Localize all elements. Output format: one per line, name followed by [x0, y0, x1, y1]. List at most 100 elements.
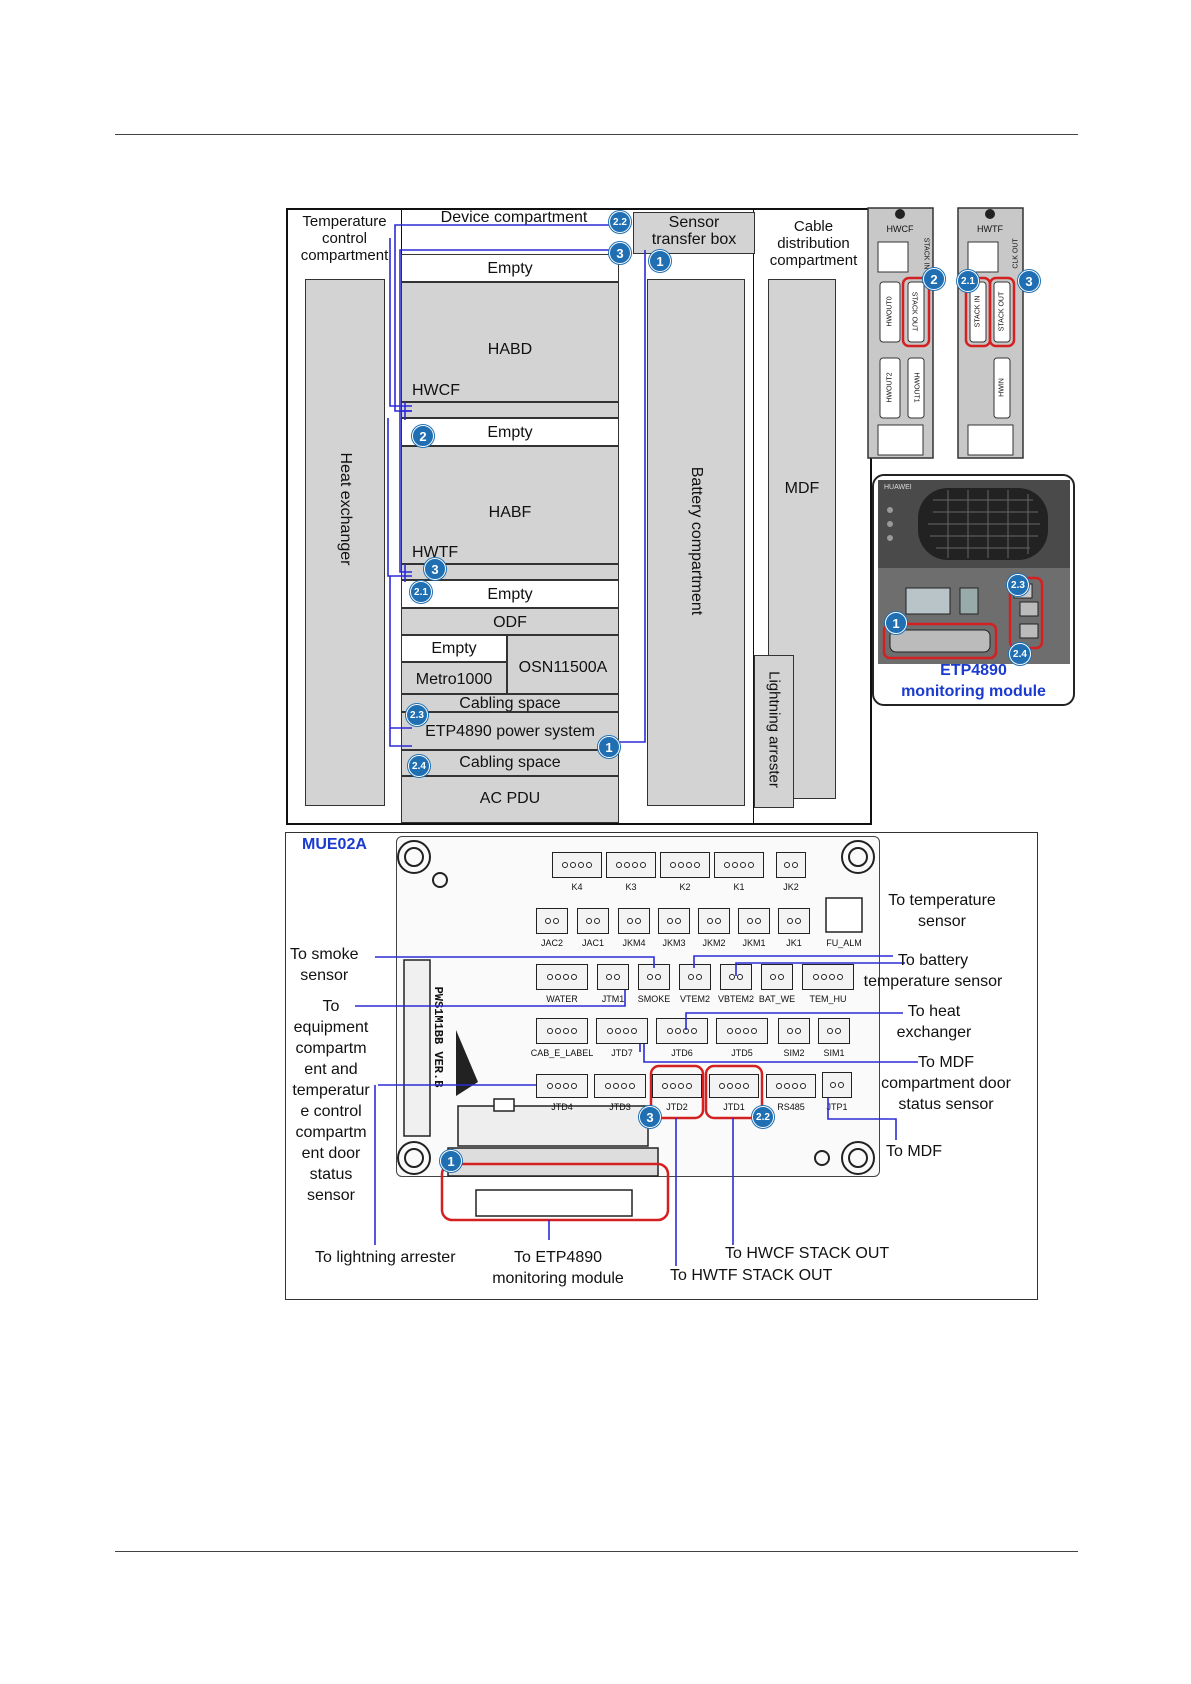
port-water-label: WATER — [546, 994, 578, 1004]
battery-compartment — [647, 279, 745, 806]
port-jk1 — [778, 908, 810, 934]
port-k4 — [552, 852, 602, 878]
device-compartment-label: Device compartment — [440, 209, 588, 226]
port-jac2 — [536, 908, 568, 934]
badge-2-cabinet: 2 — [412, 425, 434, 447]
slot-etp4890-label: ETP4890 power system — [425, 723, 595, 740]
port-k4-label: K4 — [571, 882, 583, 892]
port-jtd2-label: JTD2 — [666, 1102, 688, 1112]
slot-empty-1 — [401, 254, 619, 282]
slot-hwtf-label: HWTF — [412, 544, 459, 561]
port-sim2-label: SIM2 — [783, 1048, 805, 1058]
slot-hwcf-label: HWCF — [412, 382, 460, 399]
port-sim2 — [778, 1018, 810, 1044]
badge-1-etp-module: 1 — [885, 612, 907, 634]
footer-rule — [115, 1551, 1078, 1552]
port-vtem2-label: VTEM2 — [679, 994, 710, 1004]
cabinet-routing-lines — [387, 224, 646, 747]
badge-2-3-etp: 2.3 — [1007, 574, 1029, 596]
annotation-hwtf-stack-out: To HWTF STACK OUT — [670, 1267, 833, 1284]
annotation-heat-exchanger: To heat exchanger — [896, 1003, 972, 1041]
port-jtd2 — [652, 1074, 702, 1098]
etp4890-module-label: ETP4890 monitoring module — [901, 662, 1046, 700]
slot-habd-label: HABD — [487, 341, 533, 358]
slot-ac-pdu-label: AC PDU — [479, 790, 541, 807]
slot-ac-pdu — [401, 776, 619, 823]
port-vbtem2 — [720, 964, 752, 990]
slot-cabling-1-label: Cabling space — [459, 695, 561, 712]
port-k2-label: K2 — [679, 882, 691, 892]
slot-empty-2-label: Empty — [487, 424, 533, 441]
badge-2-1-cabinet: 2.1 — [410, 581, 432, 603]
slot-habf — [401, 446, 619, 564]
port-jac2-label: JAC2 — [540, 938, 563, 948]
port-sim1 — [818, 1018, 850, 1044]
port-smoke-label: SMOKE — [637, 994, 671, 1004]
slot-habf-label: HABF — [488, 504, 532, 521]
slot-cabling-1 — [401, 694, 619, 712]
port-sim1-label: SIM1 — [823, 1048, 845, 1058]
port-jtd5 — [716, 1018, 768, 1044]
port-jtd7 — [596, 1018, 648, 1044]
cabinet-diagram — [286, 208, 872, 825]
port-jk1-label: JK1 — [786, 938, 802, 948]
port-fu-alm-label: FU_ALM — [826, 938, 862, 948]
port-bat-we — [761, 964, 793, 990]
annotation-lightning-arrester: To lightning arrester — [315, 1249, 456, 1266]
annotation-etp4890: To ETP4890 monitoring module — [492, 1249, 624, 1287]
port-jtd4-label: JTD4 — [551, 1102, 573, 1112]
port-jtm1-label: JTM1 — [601, 994, 625, 1004]
slot-etp4890 — [401, 712, 619, 750]
slot-metro1000 — [401, 662, 507, 694]
badge-2-3-cabinet: 2.3 — [406, 704, 428, 726]
badge-3-cabinet: 3 — [609, 242, 631, 264]
port-tem-hu-label: TEM_HU — [809, 994, 847, 1004]
slot-empty-2 — [401, 418, 619, 446]
port-bat-we-label: BAT_WE — [758, 994, 796, 1004]
port-rs485 — [766, 1074, 816, 1098]
port-jtd3 — [594, 1074, 646, 1098]
badge-2-4-etp: 2.4 — [1009, 643, 1031, 665]
slot-empty-4 — [401, 635, 507, 662]
port-jkm4 — [618, 908, 650, 934]
slot-osn11500a-label: OSN11500A — [518, 659, 608, 676]
port-k1 — [714, 852, 764, 878]
port-jk2 — [776, 852, 806, 878]
sensor-transfer-box — [633, 212, 755, 254]
annotation-hwcf-stack-out: To HWCF STACK OUT — [725, 1245, 890, 1262]
port-jkm3 — [658, 908, 690, 934]
cable-distribution-label: Cable distribution compartment — [769, 218, 858, 269]
temp-control-label: Temperature control compartment — [300, 213, 389, 264]
annotation-mdf: To MDF — [886, 1143, 942, 1160]
port-jkm1-label: JKM1 — [742, 938, 766, 948]
port-cab-e-label — [536, 1018, 588, 1044]
annotation-equipment-door: To equipment compartm ent and temperatur… — [292, 998, 370, 1204]
slot-osn11500a — [507, 635, 619, 694]
annotation-battery-temperature: To battery temperature sensor — [863, 952, 1003, 990]
port-jtp1-label: JTP1 — [826, 1102, 848, 1112]
etp4890-illustration — [878, 480, 1070, 664]
hwcf-board-title: HWCF — [886, 224, 914, 234]
annotation-mdf-door: To MDF compartment door status sensor — [881, 1054, 1011, 1113]
hwtf-board-title: HWTF — [977, 224, 1003, 234]
badge-3-board: 3 — [1018, 270, 1040, 292]
port-tem-hu — [802, 964, 854, 990]
header-rule — [115, 134, 1078, 135]
slot-habd — [401, 282, 619, 402]
port-jac1 — [577, 908, 609, 934]
badge-3-mue: 3 — [639, 1106, 661, 1128]
slot-metro1000-label: Metro1000 — [415, 671, 493, 688]
port-jtd3-label: JTD3 — [609, 1102, 631, 1112]
etp-brand-label: HUAWEI — [884, 484, 912, 491]
slot-cabling-2 — [401, 750, 619, 776]
port-jac1-label: JAC1 — [581, 938, 604, 948]
heat-exchanger — [305, 279, 385, 806]
slot-empty-3-label: Empty — [487, 586, 533, 603]
port-jtm1 — [597, 964, 629, 990]
badge-2-2-mue: 2.2 — [752, 1106, 774, 1128]
port-jtp1 — [822, 1072, 852, 1098]
slot-hwcf — [401, 402, 619, 418]
port-jk2-label: JK2 — [783, 882, 799, 892]
badge-2-2-cabinet: 2.2 — [609, 211, 631, 233]
badge-2-4-cabinet: 2.4 — [408, 755, 430, 777]
